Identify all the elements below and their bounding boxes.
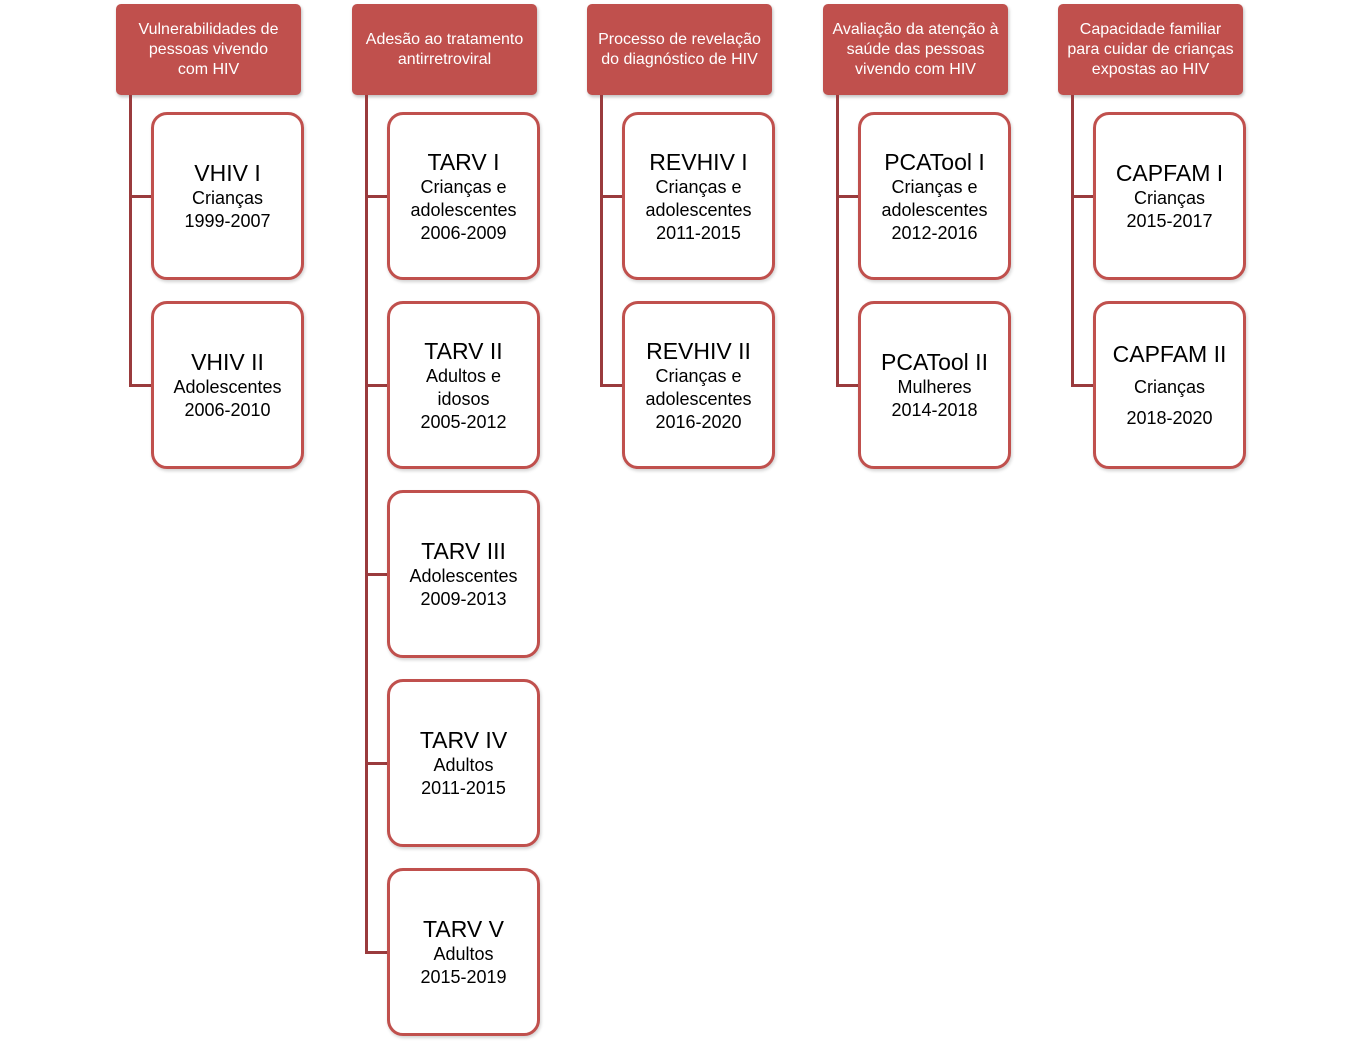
study-period: 2012-2016 <box>891 222 978 243</box>
study-population: Crianças e adolescentes <box>881 176 988 220</box>
study-period: 2009-2013 <box>420 589 507 609</box>
study-card: CAPFAM II Crianças 2018-2020 <box>1093 301 1246 469</box>
study-period: 2018-2020 <box>1126 408 1213 428</box>
category-header: Capacidade familiar para cuidar de crian… <box>1058 4 1243 95</box>
connector-line <box>129 384 151 387</box>
study-title: REVHIV II <box>646 337 751 364</box>
connector-line <box>129 195 151 198</box>
connector-line <box>600 384 622 387</box>
connector-line <box>1071 95 1074 387</box>
study-population: Adolescentes <box>409 566 518 586</box>
study-period: 2015-2019 <box>420 967 507 987</box>
study-title: VHIV II <box>191 349 264 375</box>
study-population: Adolescentes <box>173 377 282 397</box>
study-period: 2005-2012 <box>420 411 507 432</box>
study-period: 2016-2020 <box>655 411 742 432</box>
connector-line <box>365 573 387 576</box>
study-period: 2014-2018 <box>891 400 978 420</box>
study-title: TARV I <box>427 148 500 175</box>
category-header: Processo de revelação do diagnóstico de … <box>587 4 772 95</box>
study-population: Crianças <box>1133 188 1206 208</box>
study-title: CAPFAM I <box>1115 160 1224 186</box>
connector-line <box>365 951 387 954</box>
study-period: 2011-2015 <box>656 222 741 243</box>
connector-line <box>836 95 839 387</box>
study-population: Adultos <box>433 755 494 775</box>
study-population: Crianças <box>1133 377 1206 397</box>
connector-line <box>1071 384 1093 387</box>
study-population: Crianças e adolescentes <box>645 365 752 409</box>
study-title: TARV V <box>423 916 504 942</box>
study-population: Crianças e adolescentes <box>410 176 517 220</box>
study-period: 2015-2017 <box>1126 211 1213 231</box>
study-title: PCATool I <box>884 148 985 175</box>
connector-line <box>836 384 858 387</box>
study-title: VHIV I <box>194 160 261 186</box>
connector-line <box>600 195 622 198</box>
study-title: REVHIV I <box>649 148 748 175</box>
study-period: 2006-2010 <box>184 400 271 420</box>
connector-line <box>365 95 368 954</box>
category-header: Adesão ao tratamento antirretroviral <box>352 4 537 95</box>
study-population: Crianças <box>191 188 264 208</box>
study-title: PCATool II <box>881 349 988 375</box>
study-title: TARV III <box>421 538 506 564</box>
study-title: TARV II <box>424 337 503 364</box>
study-title: TARV IV <box>419 727 508 753</box>
connector-line <box>600 95 603 387</box>
study-population: Crianças e adolescentes <box>645 176 752 220</box>
connector-line <box>129 95 132 387</box>
connector-line <box>365 384 387 387</box>
study-period: 1999-2007 <box>184 211 271 231</box>
connector-line <box>365 762 387 765</box>
connector-line <box>1071 195 1093 198</box>
study-period: 2011-2015 <box>421 778 506 798</box>
connector-line <box>365 195 387 198</box>
category-header: Vulnerabilidades de pessoas vivendo com … <box>116 4 301 95</box>
category-header: Avaliação da atenção à saúde das pessoas… <box>823 4 1008 95</box>
study-title: CAPFAM II <box>1112 341 1227 367</box>
study-period: 2006-2009 <box>420 222 507 243</box>
connector-line <box>836 195 858 198</box>
study-population: Adultos <box>433 944 494 964</box>
study-population: Mulheres <box>897 377 972 397</box>
study-population: Adultos e idosos <box>425 365 502 409</box>
